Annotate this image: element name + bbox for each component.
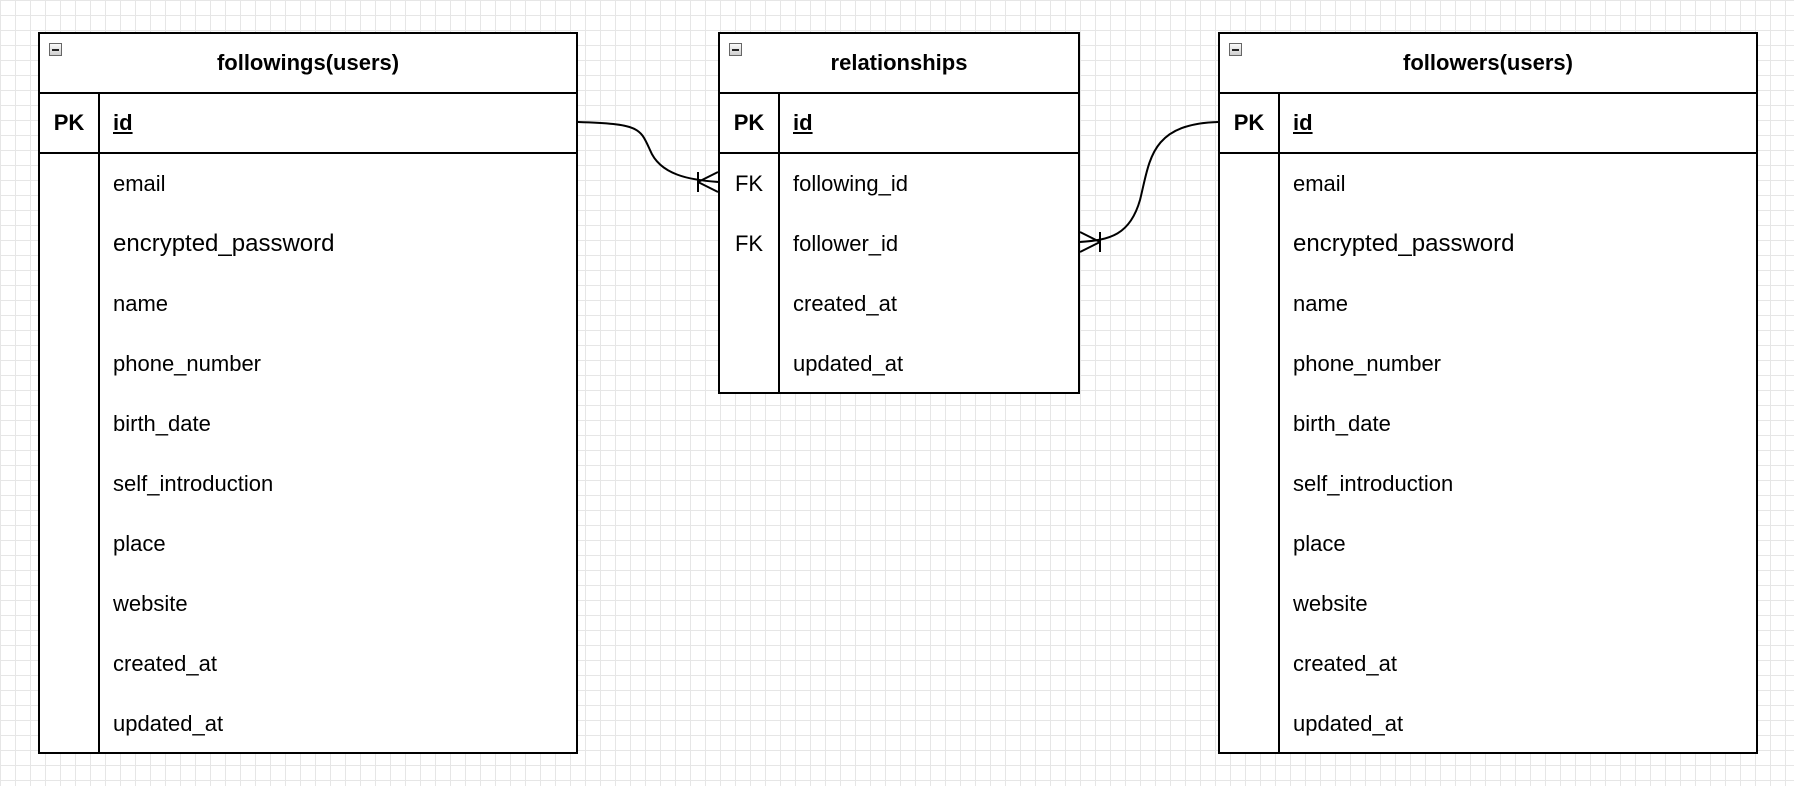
field-label: place xyxy=(1293,531,1346,556)
field-label: self_introduction xyxy=(1293,471,1454,496)
attribute-row[interactable]: FK following_id xyxy=(720,154,1078,214)
attribute-row[interactable]: name xyxy=(40,274,576,334)
field-label: phone_number xyxy=(1293,351,1442,376)
column-divider xyxy=(1278,92,1280,752)
crows-foot-mark xyxy=(1079,241,1101,253)
attribute-row[interactable]: created_at xyxy=(40,634,576,694)
attribute-row[interactable]: phone_number xyxy=(1220,334,1756,394)
attribute-row[interactable]: website xyxy=(1220,574,1756,634)
entity-header[interactable]: followers(users) xyxy=(1220,34,1756,94)
attribute-row[interactable]: encrypted_password xyxy=(1220,214,1756,274)
attribute-row[interactable]: birth_date xyxy=(40,394,576,454)
field-label: self_introduction xyxy=(113,471,274,496)
entity-title: followers(users) xyxy=(1403,50,1573,75)
attribute-row[interactable]: updated_at xyxy=(40,694,576,754)
crows-foot-mark xyxy=(697,171,719,183)
field-label: website xyxy=(1293,591,1368,616)
field-label: birth_date xyxy=(113,411,211,436)
primary-key-row[interactable]: PK id xyxy=(1220,94,1756,154)
field-label: created_at xyxy=(1293,651,1397,676)
field-label: encrypted_password xyxy=(113,230,335,257)
attribute-row[interactable]: place xyxy=(40,514,576,574)
field-label: updated_at xyxy=(1293,711,1404,736)
entity-title: followings(users) xyxy=(216,50,400,75)
attribute-row[interactable]: self_introduction xyxy=(1220,454,1756,514)
field-label: follower_id xyxy=(793,231,899,256)
field-label: name xyxy=(1293,291,1349,316)
attribute-row[interactable]: birth_date xyxy=(1220,394,1756,454)
attribute-row[interactable]: encrypted_password xyxy=(40,214,576,274)
foreign-key-label: FK xyxy=(734,231,764,256)
attribute-row[interactable]: phone_number xyxy=(40,334,576,394)
attribute-row[interactable]: self_introduction xyxy=(40,454,576,514)
entity-followers-users[interactable]: followers(users) PK id email encrypted_p… xyxy=(1218,32,1758,754)
field-label: phone_number xyxy=(113,351,262,376)
field-label: email xyxy=(113,171,166,196)
field-label: birth_date xyxy=(1293,411,1391,436)
attribute-row[interactable]: name xyxy=(1220,274,1756,334)
attribute-row[interactable]: place xyxy=(1220,514,1756,574)
field-label: website xyxy=(113,591,188,616)
column-divider xyxy=(98,92,100,752)
field-label: email xyxy=(1293,171,1346,196)
minus-square-icon[interactable] xyxy=(729,43,742,56)
crows-foot-mark xyxy=(1079,231,1101,243)
attribute-row[interactable]: email xyxy=(1220,154,1756,214)
attribute-row[interactable]: created_at xyxy=(1220,634,1756,694)
field-label: following_id xyxy=(793,171,908,196)
field-label: updated_at xyxy=(113,711,224,736)
foreign-key-label: FK xyxy=(734,171,764,196)
attribute-row[interactable]: created_at xyxy=(720,274,1078,334)
attribute-row[interactable]: FK follower_id xyxy=(720,214,1078,274)
field-label: encrypted_password xyxy=(1293,230,1515,257)
attribute-row[interactable]: updated_at xyxy=(1220,694,1756,754)
field-label: created_at xyxy=(113,651,217,676)
crows-foot-mark xyxy=(697,181,719,193)
field-label: id xyxy=(1293,110,1313,135)
attribute-row[interactable]: website xyxy=(40,574,576,634)
field-label: id xyxy=(113,110,133,135)
key-label: PK xyxy=(53,110,85,135)
primary-key-row[interactable]: PK id xyxy=(720,94,1078,154)
field-label: name xyxy=(113,291,169,316)
field-label: created_at xyxy=(793,291,897,316)
key-label: PK xyxy=(1233,110,1265,135)
entity-title: relationships xyxy=(830,50,968,75)
entity-followings-users[interactable]: followings(users) PK id email encrypted_… xyxy=(38,32,578,754)
minus-square-icon[interactable] xyxy=(1229,43,1242,56)
field-label: place xyxy=(113,531,166,556)
primary-key-row[interactable]: PK id xyxy=(40,94,576,154)
entity-header[interactable]: followings(users) xyxy=(40,34,576,94)
attribute-row[interactable]: email xyxy=(40,154,576,214)
column-divider xyxy=(778,92,780,392)
attribute-row[interactable]: updated_at xyxy=(720,334,1078,394)
entity-header[interactable]: relationships xyxy=(720,34,1078,94)
field-label: id xyxy=(793,110,813,135)
relation-line-following[interactable] xyxy=(577,121,719,183)
entity-relationships[interactable]: relationships PK id FK following_id FK f… xyxy=(718,32,1080,394)
field-label: updated_at xyxy=(793,351,904,376)
relation-line-follower[interactable] xyxy=(1079,121,1219,243)
key-label: PK xyxy=(733,110,765,135)
minus-square-icon[interactable] xyxy=(49,43,62,56)
